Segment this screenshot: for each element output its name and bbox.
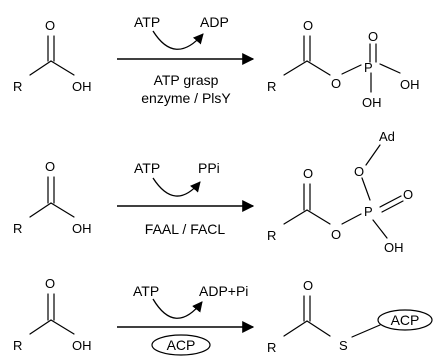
enzyme-label-line-2: enzyme / PlsY xyxy=(141,90,231,106)
cofactor-out-label: ADP+Pi xyxy=(199,283,248,299)
r-group-label: R xyxy=(267,79,276,94)
acp-carrier-ellipse xyxy=(151,334,211,356)
reaction-2-substrate: R O OH xyxy=(13,159,92,236)
carbonyl-oxygen-label: O xyxy=(45,18,55,33)
hydroxyl-label: OH xyxy=(362,95,382,110)
hydroxyl-label: OH xyxy=(72,79,92,94)
reaction-1: R O OH ATP ADP ATP grasp enzyme / PlsY R… xyxy=(13,14,420,110)
reaction-1-product: R O O P O OH OH xyxy=(267,18,420,110)
enzyme-label: ATP grasp xyxy=(154,72,219,88)
reaction-3-product: R O S ACP xyxy=(267,278,433,355)
reaction-3-arrow: ATP ADP+Pi ACP xyxy=(117,283,255,356)
cofactor-in-label: ATP xyxy=(133,283,159,299)
r-group-label: R xyxy=(13,79,22,94)
carbonyl-oxygen-label: O xyxy=(303,18,313,33)
phosphorus-label: P xyxy=(364,60,373,75)
hydroxyl-label: OH xyxy=(72,221,92,236)
acp-product-label: ACP xyxy=(391,312,420,328)
phosphoryl-oxygen-label: O xyxy=(368,29,378,44)
bridging-oxygen-label: O xyxy=(331,76,341,91)
cofactor-out-label: ADP xyxy=(200,14,229,30)
carbonyl-oxygen-label: O xyxy=(303,166,313,181)
reaction-3-substrate: R O OH xyxy=(13,276,92,353)
bridging-oxygen-label: O xyxy=(331,227,341,242)
ester-oxygen-label: O xyxy=(354,164,364,179)
r-group-label: R xyxy=(267,228,276,243)
adenosine-label: Ad xyxy=(379,129,395,144)
carbonyl-oxygen-label: O xyxy=(45,276,55,291)
phosphorus-label: P xyxy=(364,204,373,219)
acp-product-ellipse xyxy=(377,309,433,331)
phosphoryl-oxygen-label: O xyxy=(403,187,413,202)
reaction-3: R O OH ATP ADP+Pi ACP R O S ACP xyxy=(13,276,433,356)
hydroxyl-label: OH xyxy=(72,338,92,353)
hydroxyl-label: OH xyxy=(384,240,404,255)
carbonyl-oxygen-label: O xyxy=(45,159,55,174)
reaction-1-arrow: ATP ADP ATP grasp enzyme / PlsY xyxy=(117,14,255,106)
reaction-2-arrow: ATP PPi FAAL / FACL xyxy=(117,160,255,237)
reaction-2-product: R O O P O Ad O OH xyxy=(267,129,413,255)
reaction-2: R O OH ATP PPi FAAL / FACL R O O P O xyxy=(13,129,413,255)
thioester-sulfur-label: S xyxy=(339,338,348,353)
r-group-label: R xyxy=(267,340,276,355)
acp-carrier-label: ACP xyxy=(167,337,196,353)
r-group-label: R xyxy=(13,338,22,353)
hydroxyl-label: OH xyxy=(400,77,420,92)
cofactor-in-label: ATP xyxy=(134,160,160,176)
reaction-1-substrate: R O OH xyxy=(13,18,92,94)
cofactor-in-label: ATP xyxy=(134,14,160,30)
carbonyl-oxygen-label: O xyxy=(303,278,313,293)
r-group-label: R xyxy=(13,221,22,236)
enzyme-label: FAAL / FACL xyxy=(145,221,226,237)
cofactor-out-label: PPi xyxy=(198,160,220,176)
